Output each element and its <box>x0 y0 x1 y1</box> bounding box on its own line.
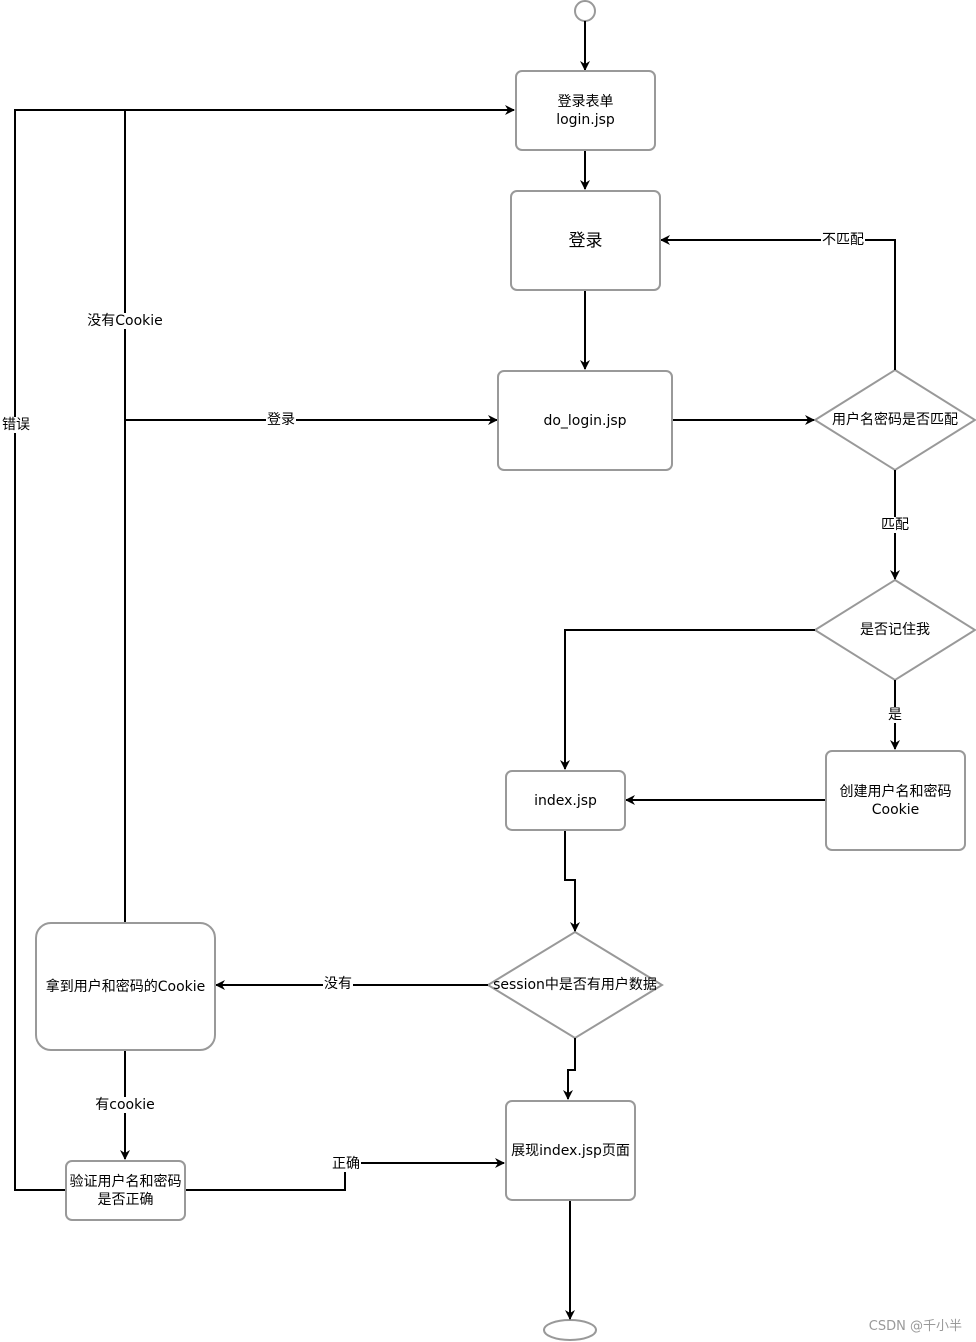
edge-label-correct: 正确 <box>331 1156 361 1172</box>
edge-label-not-match: 不匹配 <box>821 232 865 248</box>
edge-label-error: 错误 <box>1 417 31 433</box>
user-pass-match-label: 用户名密码是否匹配 <box>832 412 958 428</box>
edge-label-match: 匹配 <box>880 517 910 533</box>
edge-label-login: 登录 <box>266 412 296 428</box>
edge-label-no-cookie: 没有Cookie <box>86 313 164 329</box>
create-cookie-node: 创建用户名和密码Cookie <box>825 750 966 851</box>
edge-label-yes: 是 <box>887 707 903 723</box>
edge-remember-to-index <box>560 629 815 770</box>
edge-index-to-session <box>564 830 580 932</box>
do-login-node: do_login.jsp <box>497 370 673 471</box>
watermark: CSDN @千小半 <box>868 1319 962 1334</box>
get-cookie-node: 拿到用户和密码的Cookie <box>35 922 216 1051</box>
edge-not-match <box>660 235 896 370</box>
start-node <box>574 0 596 22</box>
verify-node: 验证用户名和密码是否正确 <box>65 1160 186 1221</box>
edge-error <box>14 105 515 1191</box>
remember-me-label: 是否记住我 <box>860 622 930 638</box>
index-node: index.jsp <box>505 770 626 831</box>
edge-session-to-show <box>563 1038 576 1100</box>
login-form-node: 登录表单 login.jsp <box>515 70 656 151</box>
login-node: 登录 <box>510 190 661 291</box>
session-check-label: session中是否有用户数据 <box>493 977 657 993</box>
edge-label-none: 没有 <box>323 976 353 992</box>
show-index-node: 展现index.jsp页面 <box>505 1100 636 1201</box>
end-node <box>543 1319 597 1341</box>
edge-label-has-cookie: 有cookie <box>94 1097 156 1113</box>
edge-correct <box>186 1158 505 1191</box>
